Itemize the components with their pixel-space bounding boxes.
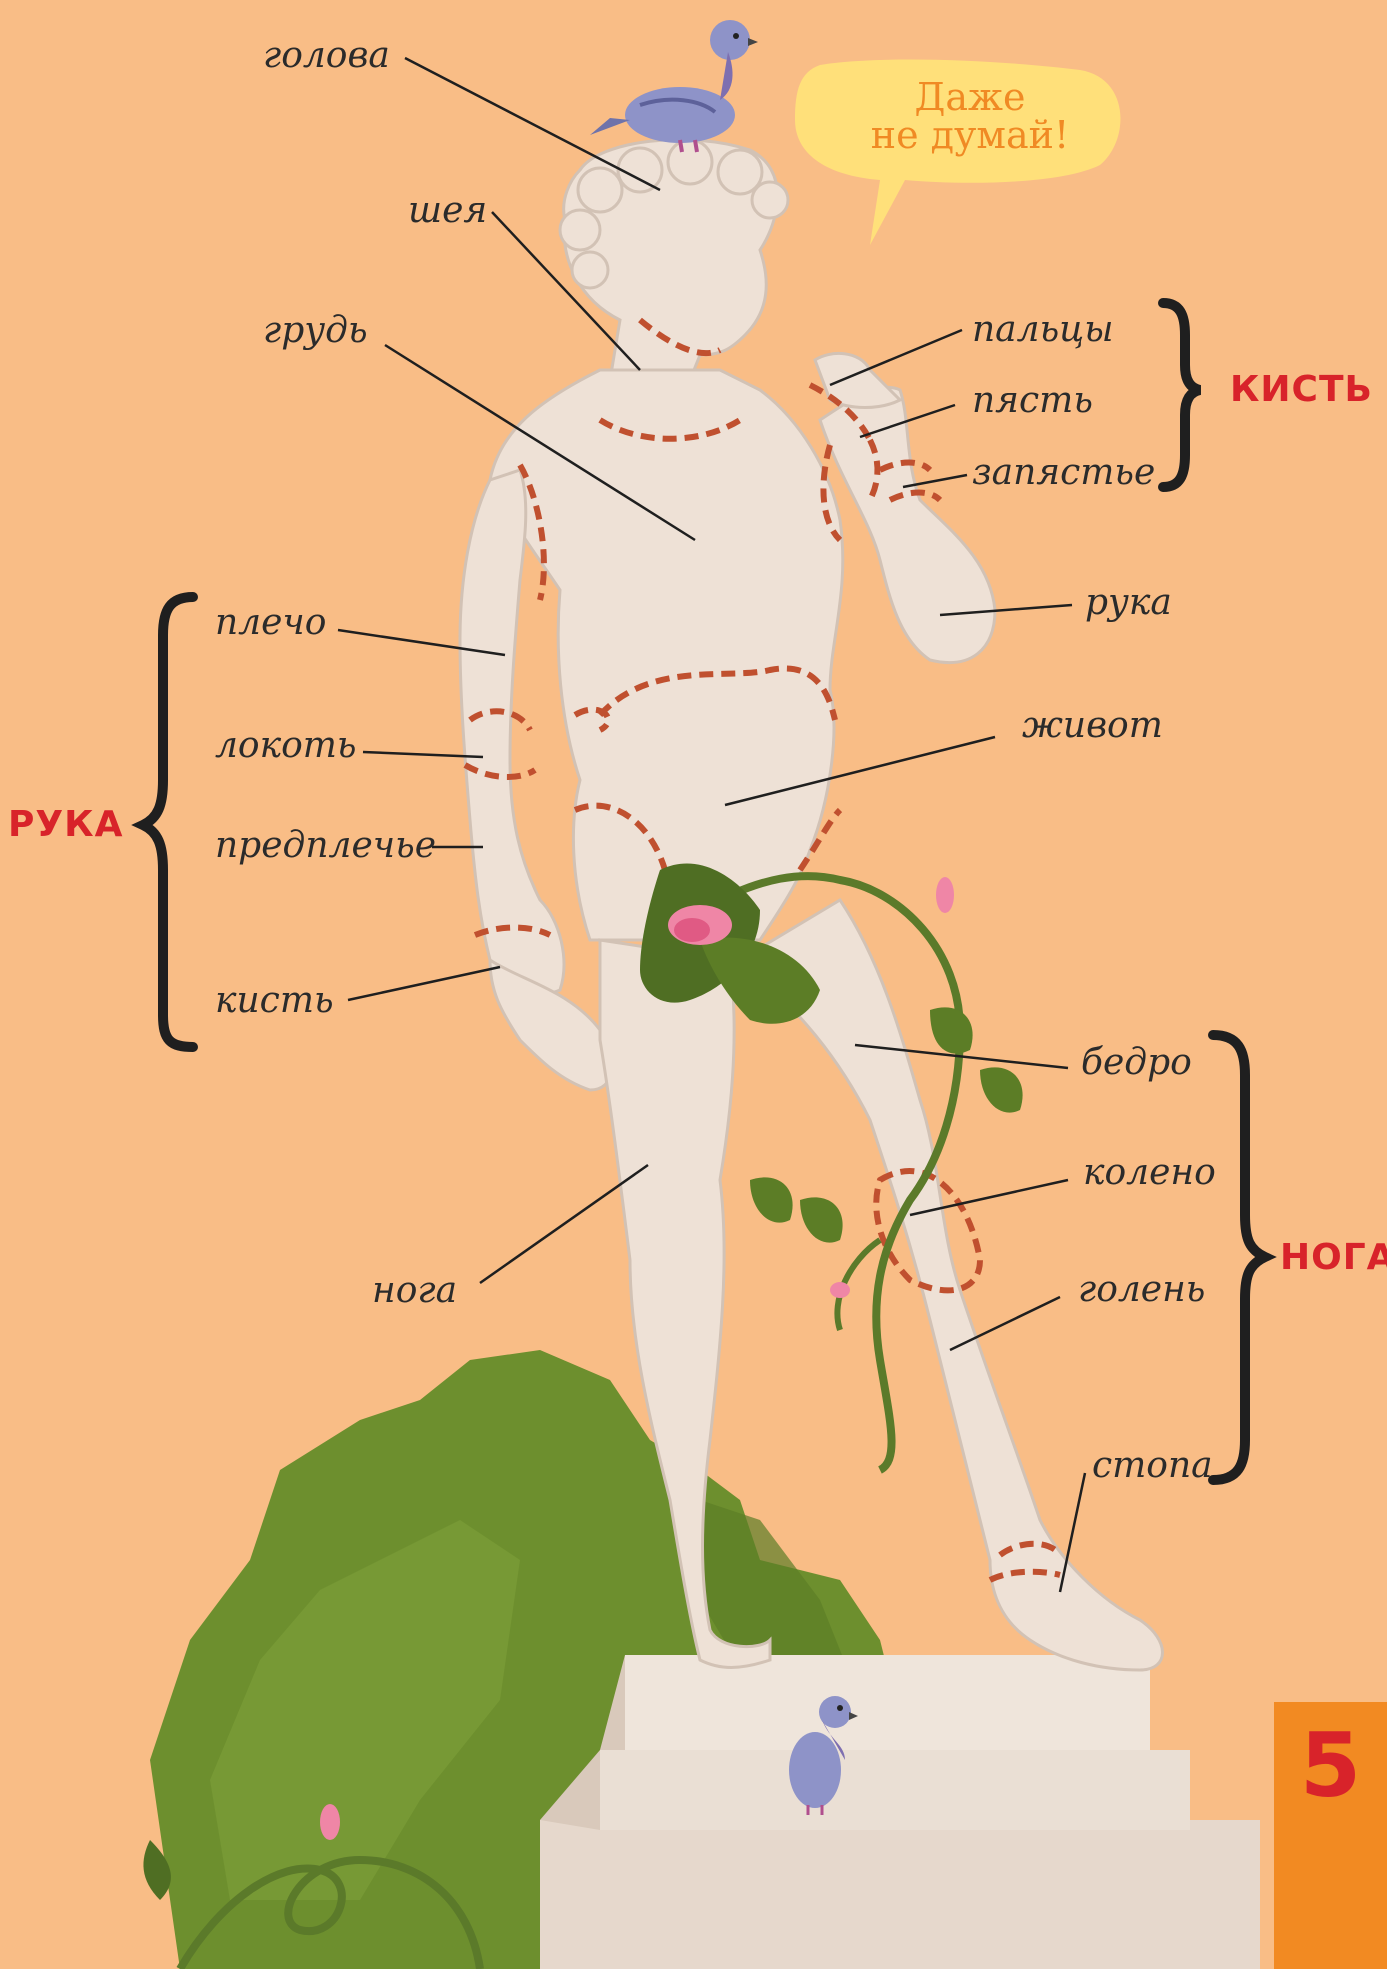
- bottom-bud: [320, 1804, 340, 1840]
- brace-leg: [1213, 1035, 1265, 1480]
- speech-line-2: не думай!: [800, 116, 1140, 154]
- label-knee: колено: [1083, 1155, 1216, 1191]
- label-forearm: предплечье: [215, 828, 436, 864]
- group-label-leg: НОГА: [1280, 1240, 1387, 1276]
- label-thigh: бедро: [1081, 1045, 1192, 1081]
- label-hand: кисть: [215, 983, 334, 1019]
- label-arm-right: рука: [1085, 585, 1172, 621]
- label-leg: нога: [372, 1273, 457, 1309]
- label-wrist: запястье: [972, 455, 1155, 491]
- speech-line-1: Даже: [800, 78, 1140, 116]
- speech-bubble-text: Даже не думай!: [800, 78, 1140, 154]
- brace-hand: [1163, 303, 1200, 487]
- label-shoulder: плечо: [215, 605, 326, 641]
- label-foot: стопа: [1092, 1448, 1213, 1484]
- label-belly: живот: [1022, 708, 1163, 744]
- group-label-hand: КИСТЬ: [1230, 372, 1373, 408]
- label-palm: пясть: [972, 383, 1093, 419]
- page-number-tab: 5: [1274, 1702, 1387, 1969]
- label-head: голова: [263, 38, 390, 74]
- page-number: 5: [1274, 1722, 1387, 1810]
- label-elbow: локоть: [215, 728, 357, 764]
- pigeon-on-head: [590, 20, 758, 152]
- label-fingers: пальцы: [972, 312, 1114, 348]
- label-neck: шея: [408, 193, 487, 229]
- label-chest: грудь: [263, 313, 368, 349]
- group-label-arm: РУКА: [8, 807, 123, 843]
- pedestal: [540, 1655, 1260, 1969]
- brace-arm: [143, 597, 193, 1047]
- label-shin: голень: [1078, 1272, 1205, 1308]
